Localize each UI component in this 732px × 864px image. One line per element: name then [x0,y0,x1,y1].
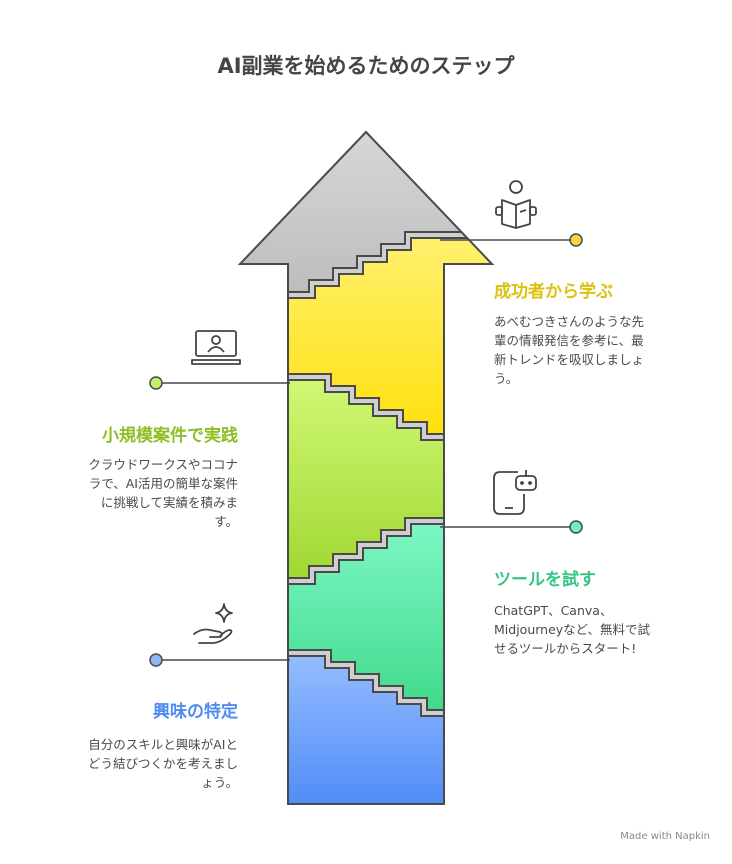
staircase-4 [240,651,492,715]
region-step-2 [240,524,492,716]
staircase-1 [240,233,492,297]
text-line: ChatGPT、Canva、 [494,603,613,618]
napkin-watermark: Made with Napkin [620,831,710,842]
step-2-title: ツールを試す [494,570,596,590]
text-line: 輩の情報発信を参考に、最 [494,333,644,348]
text-line: に挑戦して実績を積みま [100,495,238,510]
step-1-title: 興味の特定 [153,702,238,722]
text-line: う。 [494,371,519,386]
step-3-description: クラウドワークスやココナ ラで、AI活用の簡単な案件 に挑戦して実績を積みま す… [48,455,238,531]
staircase-3 [240,519,492,583]
hand-sparkle-icon [193,603,233,644]
text-line: クラウドワークスやココナ [88,457,238,472]
region-step-3 [240,380,492,584]
connector-step-3 [149,376,290,390]
step-3-title: 小規模案件で実践 [102,426,238,446]
arrow-outline [237,130,495,805]
connector-step-4 [440,233,583,247]
connector-step-1 [149,653,290,667]
text-line: 新トレンドを吸収しましょ [494,352,645,367]
staircase-2 [240,375,492,439]
region-step-4 [240,238,492,440]
phone-robot-icon [493,470,537,515]
text-line: ラで、AI活用の簡単な案件 [88,476,238,491]
text-line: 自分のスキルと興味がAIと [88,737,238,752]
connector-step-2 [440,520,583,534]
step-2-description: ChatGPT、Canva、 Midjourneyなど、無料で試 せるツールから… [494,601,684,658]
page-title: AI副業を始めるためのステップ [217,54,515,78]
text-line: す。 [214,514,238,529]
step-1-description: 自分のスキルと興味がAIと どう結びつくかを考えまし ょう。 [48,735,238,792]
text-line: Midjourneyなど、無料で試 [494,622,651,637]
book-reader-icon [495,180,537,229]
step-4-title: 成功者から学ぶ [494,282,613,302]
text-line: ょう。 [201,775,238,790]
text-line: あべむつきさんのような先 [494,314,645,329]
text-line: どう結びつくかを考えまし [87,756,238,771]
text-line: せるツールからスタート! [494,641,637,656]
laptop-user-icon [191,330,241,365]
step-4-description: あべむつきさんのような先 輩の情報発信を参考に、最 新トレンドを吸収しましょ う… [494,312,684,388]
